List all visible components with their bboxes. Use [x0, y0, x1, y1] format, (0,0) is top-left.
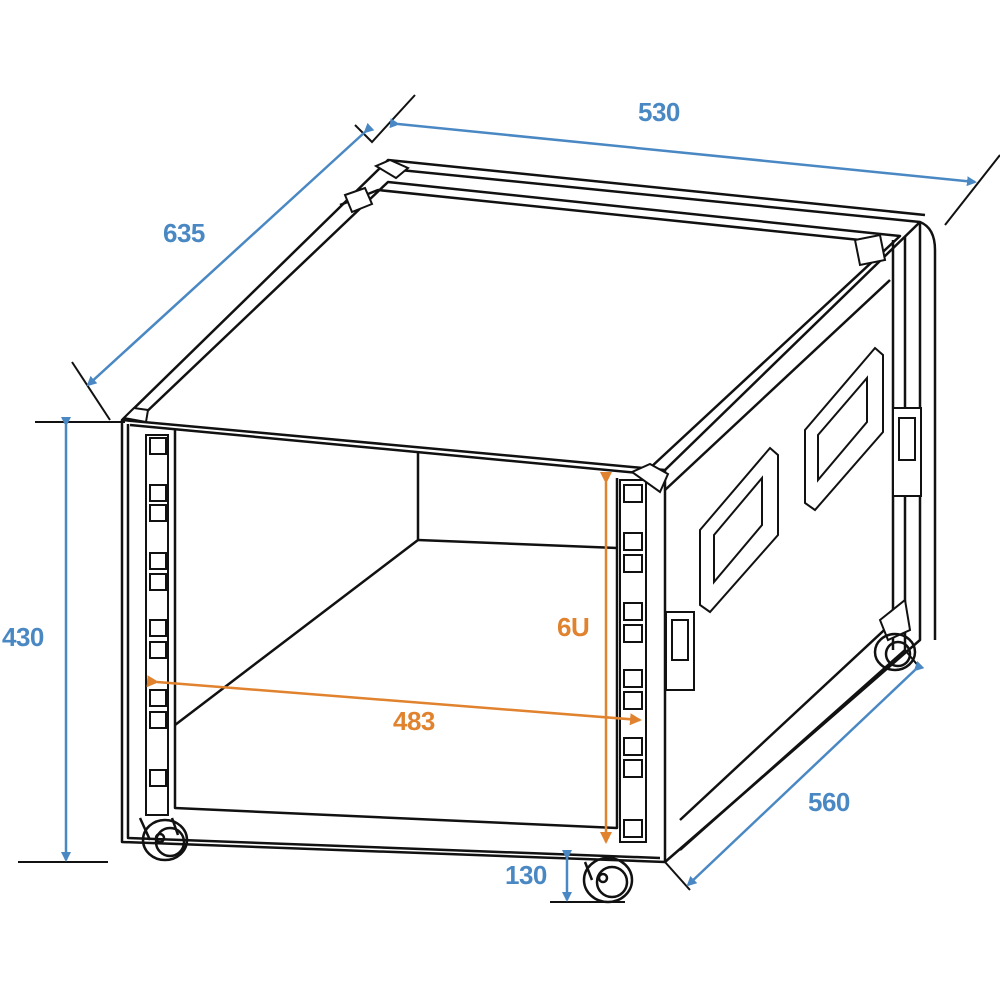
- caster-front-left: [138, 817, 189, 862]
- side-handle-front: [699, 446, 779, 614]
- dimension-line-483: [146, 675, 642, 726]
- butterfly-latch-side: [892, 407, 922, 497]
- butterfly-latch-front: [665, 611, 695, 691]
- dimension-label-rack-width: 483: [393, 706, 435, 736]
- dimension-label-caster-height: 130: [505, 860, 547, 890]
- dimension-label-width: 530: [638, 97, 680, 127]
- dimension-label-rack-units: 6U: [557, 612, 590, 642]
- dimension-label-depth-bottom: 560: [808, 787, 850, 817]
- rack-rail-left: [145, 434, 169, 816]
- caster-rear-right: [873, 632, 917, 672]
- inner-dimension-lines: [146, 472, 642, 844]
- side-handle-rear: [804, 346, 884, 512]
- rack-rail-right: [619, 479, 647, 843]
- dimension-line-635: [86, 122, 375, 387]
- outer-dimension-lines: [61, 118, 977, 902]
- case-outline: [120, 158, 937, 864]
- dimension-line-560: [686, 660, 925, 887]
- dimension-label-height: 430: [2, 622, 44, 652]
- corner-caps: [121, 158, 912, 642]
- caster-front-right: [582, 856, 634, 904]
- dimension-label-depth-top: 635: [163, 218, 205, 248]
- dimension-line-530: [389, 118, 977, 187]
